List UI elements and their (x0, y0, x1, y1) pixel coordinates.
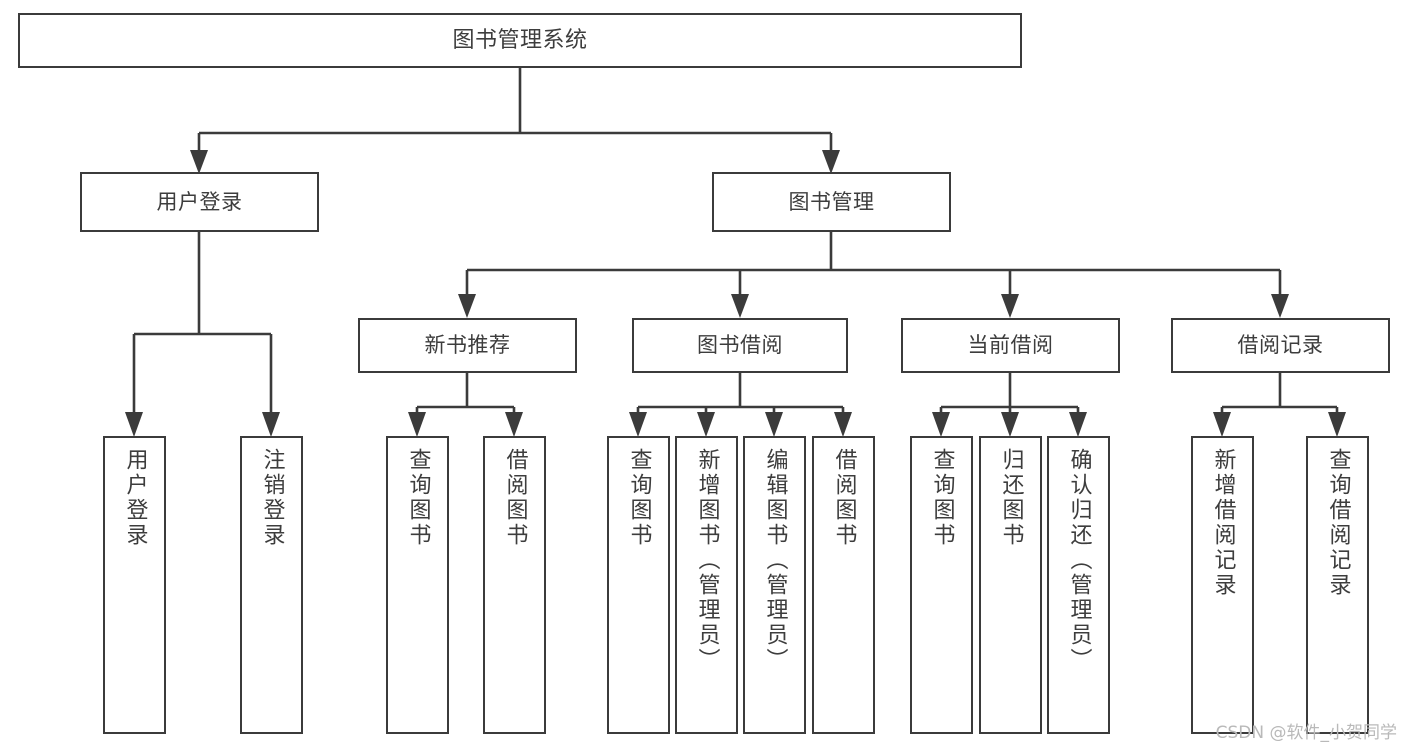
arrowhead-borrow-leaf-3 (765, 412, 783, 437)
node-borrow-record[interactable]: 借阅记录 (1171, 318, 1390, 373)
node-book-borrow[interactable]: 图书借阅 (632, 318, 848, 373)
leaf-user-login-logout[interactable]: 注销登录 (240, 436, 303, 734)
csdn-watermark: CSDN @软件_小贺同学 (1215, 723, 1397, 743)
arrowhead-userlogin-leaf-2 (262, 412, 280, 437)
leaf-borrow-edit-book-admin[interactable]: 编辑图书（管理员） (743, 436, 806, 734)
node-book-management[interactable]: 图书管理 (712, 172, 951, 232)
leaf-new-book-query[interactable]: 查询图书 (386, 436, 449, 734)
node-label: 图书管理 (788, 189, 875, 214)
node-label: 当前借阅 (967, 333, 1054, 358)
arrowhead-newbook-leaf-1 (408, 412, 426, 437)
arrowhead-level2-4 (1271, 294, 1289, 318)
node-label: 新书推荐 (424, 333, 511, 358)
node-label: 用户登录 (156, 189, 243, 214)
arrowhead-borrow-leaf-2 (697, 412, 715, 437)
node-label: 借阅图书 (502, 448, 528, 548)
node-root-library-system[interactable]: 图书管理系统 (18, 13, 1022, 68)
arrowhead-userlogin-leaf-1 (125, 412, 143, 437)
leaf-new-book-borrow[interactable]: 借阅图书 (483, 436, 546, 734)
arrowhead-record-leaf-2 (1328, 412, 1346, 437)
node-label: 图书借阅 (697, 333, 783, 358)
node-label: 查询图书 (405, 448, 431, 548)
leaf-current-confirm-return-admin[interactable]: 确认归还（管理员） (1047, 436, 1110, 734)
node-new-book-recommend[interactable]: 新书推荐 (358, 318, 577, 373)
node-label: 编辑图书（管理员） (762, 448, 788, 673)
arrowhead-level2-2 (731, 294, 749, 318)
node-label: 用户登录 (122, 448, 148, 548)
arrowhead-level2-3 (1001, 294, 1019, 318)
node-label: 新增图书（管理员） (694, 448, 720, 673)
arrowhead-record-leaf-1 (1213, 412, 1231, 437)
arrowhead-bookmgmt (822, 150, 840, 174)
leaf-borrow-query-book[interactable]: 查询图书 (607, 436, 670, 734)
node-label: 新增借阅记录 (1210, 448, 1236, 598)
leaf-current-return-book[interactable]: 归还图书 (979, 436, 1042, 734)
leaf-user-login-login[interactable]: 用户登录 (103, 436, 166, 734)
node-current-borrow[interactable]: 当前借阅 (901, 318, 1120, 373)
leaf-current-query-book[interactable]: 查询图书 (910, 436, 973, 734)
arrowhead-current-leaf-2 (1001, 412, 1019, 437)
arrowhead-borrow-leaf-1 (629, 412, 647, 437)
node-label: 借阅图书 (831, 448, 857, 548)
leaf-borrow-borrow-book[interactable]: 借阅图书 (812, 436, 875, 734)
arrowhead-newbook-leaf-2 (505, 412, 523, 437)
node-label: 查询图书 (929, 448, 955, 548)
node-label: 注销登录 (259, 448, 285, 548)
leaf-record-query-record[interactable]: 查询借阅记录 (1306, 436, 1369, 734)
node-label: 查询图书 (626, 448, 652, 548)
arrowhead-userlogin (190, 150, 208, 174)
node-label: 查询借阅记录 (1325, 448, 1351, 598)
arrowhead-current-leaf-1 (932, 412, 950, 437)
node-label: 借阅记录 (1237, 333, 1324, 358)
node-label: 归还图书 (998, 448, 1024, 548)
arrowhead-borrow-leaf-4 (834, 412, 852, 437)
arrowhead-level2-1 (458, 294, 476, 318)
node-user-login[interactable]: 用户登录 (80, 172, 319, 232)
leaf-record-add-record[interactable]: 新增借阅记录 (1191, 436, 1254, 734)
node-label: 确认归还（管理员） (1066, 448, 1092, 673)
leaf-borrow-add-book-admin[interactable]: 新增图书（管理员） (675, 436, 738, 734)
node-label: 图书管理系统 (452, 27, 588, 53)
arrowhead-current-leaf-3 (1069, 412, 1087, 437)
